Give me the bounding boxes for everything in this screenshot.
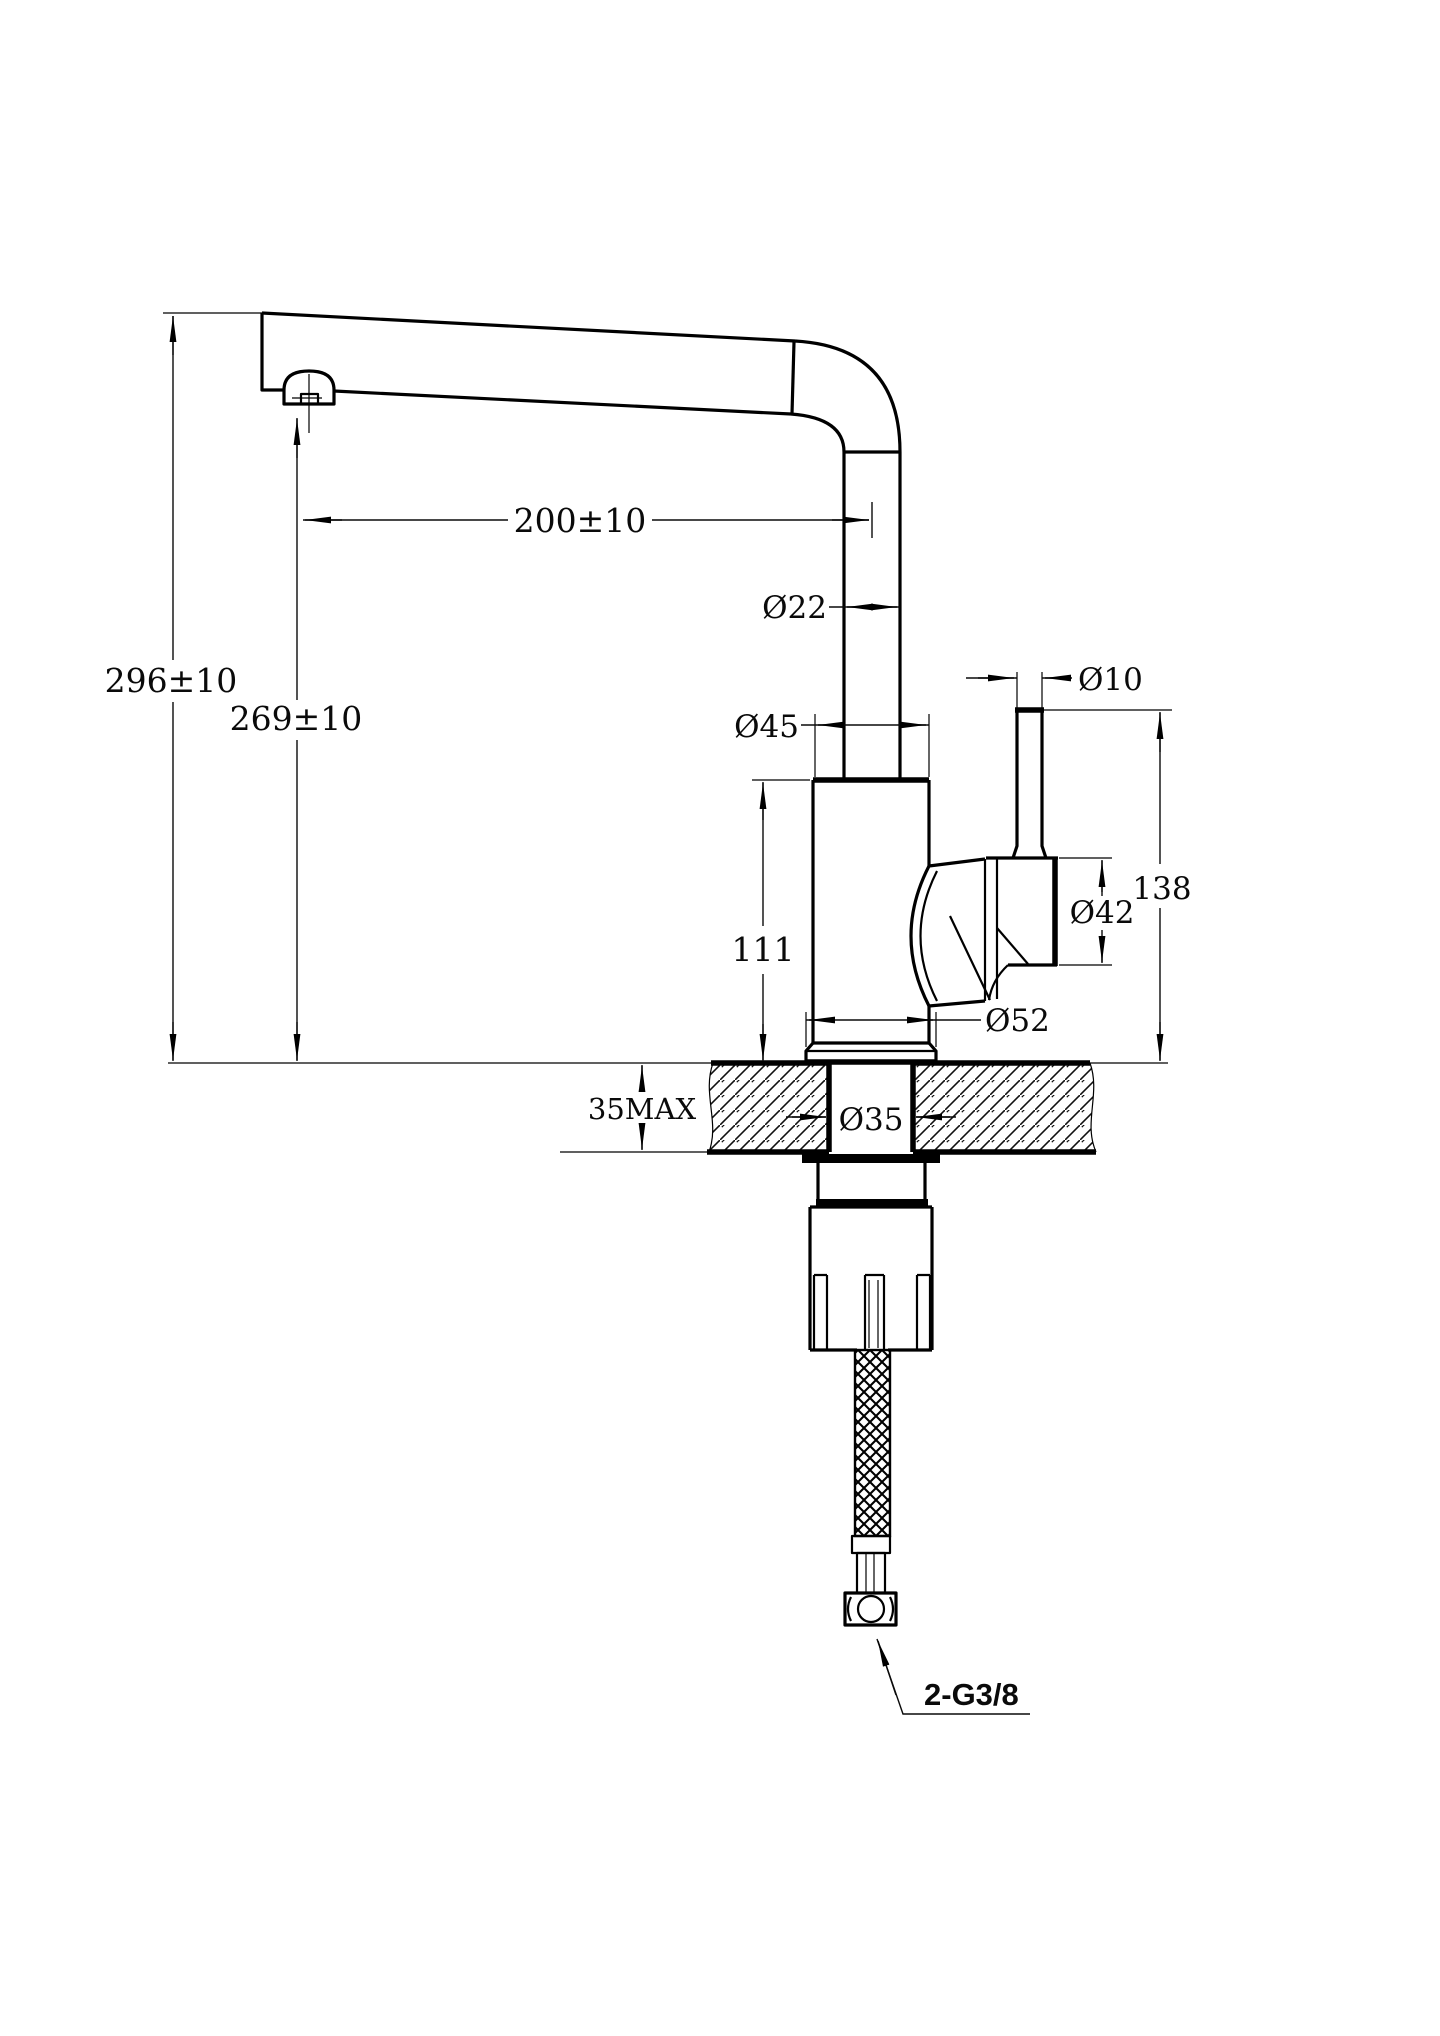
dim-total-height: 296±10 [105, 312, 263, 1061]
handle-body [986, 856, 1058, 1001]
washer [802, 1154, 940, 1163]
lever-rod [1011, 707, 1048, 859]
dim-spout-height: 269±10 [230, 418, 363, 1061]
dim-base-diameter-label: Ø52 [985, 1003, 1050, 1039]
braided-hose [853, 1348, 892, 1538]
faucet-outline [260, 311, 1058, 1065]
callout-hose-connection-label: 2-G3/8 [924, 1677, 1019, 1712]
callout-hose-connection: 2-G3/8 [876, 1638, 1030, 1715]
countertop-section [168, 1060, 1168, 1155]
dim-spout-reach: 200±10 [303, 501, 873, 540]
hose-fitting [843, 1534, 898, 1627]
dim-body-height-label: 111 [732, 930, 795, 969]
countertop-left-slab [707, 1060, 832, 1155]
shank-collar [816, 1199, 928, 1207]
spout [260, 311, 902, 454]
dim-handle-height-label: 138 [1132, 871, 1191, 907]
mounting-hardware [802, 1154, 940, 1352]
outlet-center-mark [292, 374, 322, 433]
dim-countertop-thickness-label: 35MAX [588, 1092, 697, 1126]
dim-pipe-diameter-label: Ø22 [762, 590, 827, 626]
dim-body-diameter-label: Ø45 [734, 709, 799, 745]
base-flange [804, 1041, 938, 1065]
supply-hose [843, 1348, 898, 1627]
dim-pipe-diameter: Ø22 [762, 590, 900, 626]
dim-body-diameter: Ø45 [734, 709, 930, 777]
dim-handle-height: 138 [1044, 709, 1192, 1061]
dim-base-diameter: Ø52 [805, 1003, 1050, 1047]
handle-assembly [909, 707, 1058, 1008]
threaded-shank [816, 1163, 927, 1199]
dim-total-height-label: 296±10 [105, 661, 238, 700]
dim-body-height: 111 [732, 779, 810, 1061]
dim-countertop-thickness: 35MAX [588, 1065, 697, 1150]
handle-mount [909, 857, 999, 1008]
dim-handle-diameter: Ø42 [1059, 857, 1135, 966]
mounting-nut [808, 1205, 934, 1352]
dim-hole-diameter-label: Ø35 [839, 1102, 904, 1138]
vertical-pipe [842, 452, 902, 779]
dim-lever-diameter: Ø10 [966, 662, 1143, 708]
dim-hole-diameter: Ø35 [786, 1102, 956, 1138]
dim-spout-reach-label: 200±10 [514, 501, 647, 540]
countertop-right-slab [910, 1060, 1097, 1155]
break-line-right [1089, 1062, 1097, 1153]
dim-lever-diameter-label: Ø10 [1078, 662, 1143, 698]
dim-spout-height-label: 269±10 [230, 699, 363, 738]
aerator [282, 369, 336, 433]
break-line-left [708, 1062, 714, 1153]
dim-handle-diameter-label: Ø42 [1070, 895, 1135, 931]
